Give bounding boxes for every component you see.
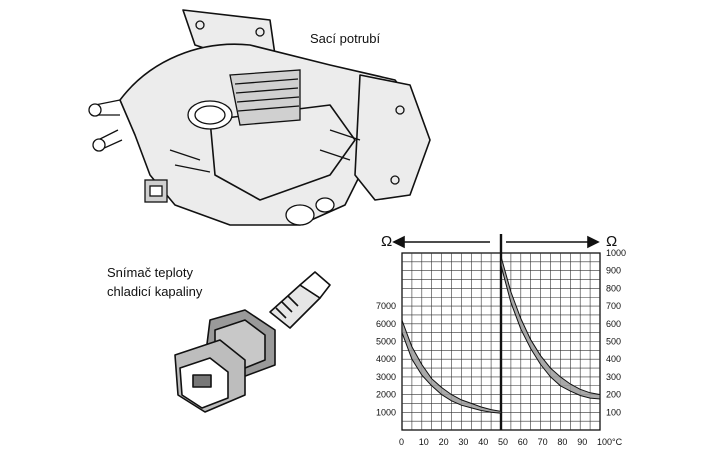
manifold-label: Sací potrubí xyxy=(310,31,381,46)
sensor-label-line2: chladicí kapaliny xyxy=(107,284,203,299)
chart-ticks: 0 10 20 30 40 50 60 70 80 90 100°C 1000 2000 3000 4000… xyxy=(376,248,626,447)
high-temp-resistance-band xyxy=(500,256,601,400)
right-y-tick-label: 500 xyxy=(606,337,621,347)
chart-bands xyxy=(401,256,601,414)
left-y-tick-label: 3000 xyxy=(376,372,396,382)
right-arrow-head-icon xyxy=(587,235,600,249)
low-temp-resistance-band xyxy=(401,320,502,414)
right-y-tick-label: 1000 xyxy=(606,248,626,258)
right-y-tick-label: 800 xyxy=(606,283,621,293)
left-arrow-head-icon xyxy=(392,235,405,249)
left-y-tick-label: 7000 xyxy=(376,301,396,311)
right-y-tick-label: 200 xyxy=(606,390,621,400)
right-y-tick-label: 300 xyxy=(606,372,621,382)
right-y-tick-label: 400 xyxy=(606,354,621,364)
left-ohm-symbol: Ω xyxy=(381,233,392,250)
x-tick-label: 80 xyxy=(557,437,567,447)
right-y-tick-label: 600 xyxy=(606,319,621,329)
direction-arrows xyxy=(392,235,600,249)
right-ohm-symbol: Ω xyxy=(606,233,617,250)
left-y-tick-label: 1000 xyxy=(376,407,396,417)
x-tick-label: 100°C xyxy=(597,437,623,447)
left-y-tick-label: 2000 xyxy=(376,390,396,400)
left-y-tick-label: 6000 xyxy=(376,319,396,329)
x-tick-label: 50 xyxy=(498,437,508,447)
x-tick-label: 60 xyxy=(518,437,528,447)
left-y-tick-label: 4000 xyxy=(376,354,396,364)
right-y-tick-label: 900 xyxy=(606,266,621,276)
x-tick-label: 40 xyxy=(478,437,488,447)
right-y-tick-label: 100 xyxy=(606,407,621,417)
left-y-tick-label: 5000 xyxy=(376,337,396,347)
x-tick-label: 30 xyxy=(458,437,468,447)
x-tick-label: 90 xyxy=(577,437,587,447)
right-y-tick-label: 700 xyxy=(606,301,621,311)
sensor-label-line1: Snímač teploty xyxy=(107,265,193,280)
x-tick-label: 0 xyxy=(399,437,404,447)
x-tick-label: 70 xyxy=(538,437,548,447)
x-tick-label: 20 xyxy=(439,437,449,447)
x-tick-label: 10 xyxy=(419,437,429,447)
